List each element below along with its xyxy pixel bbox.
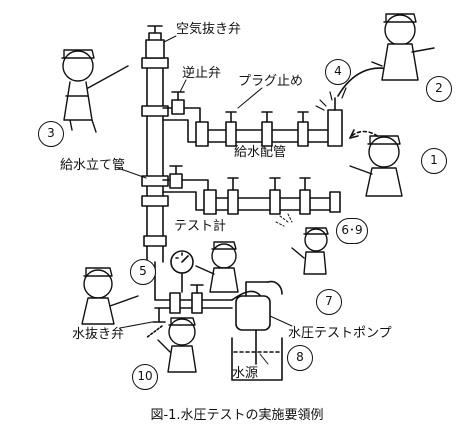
plug-label: プラグ止め: [238, 74, 304, 89]
air-valve-label: 空気抜き弁: [176, 22, 242, 37]
check-valve-label: 逆止弁: [182, 66, 222, 81]
upper-branch-pipe: [162, 91, 343, 147]
worker-10-figure: [157, 317, 197, 373]
step-number-1: 1: [421, 148, 447, 174]
step-number-4: 4: [325, 59, 351, 85]
drain-valve-label: 水抜き弁: [72, 327, 125, 342]
worker-1-figure: [349, 135, 403, 197]
water-source-label: 水源: [232, 366, 259, 381]
figure-caption: 図-1.水圧テストの実施要領例: [150, 408, 324, 423]
riser-leader: [117, 167, 147, 179]
supply-pipe-label: 給水配管: [234, 145, 287, 160]
drain-leader: [119, 321, 153, 329]
riser-label: 給水立て管: [60, 158, 126, 173]
step-number-7: 7: [316, 289, 342, 315]
test-gauge-label: テスト計: [174, 219, 227, 234]
step-number-2: 2: [426, 76, 452, 102]
step-number-10: 10: [132, 364, 158, 390]
air-leader: [163, 35, 177, 43]
drain-valve-graphic: [145, 307, 166, 339]
riser-pipe: [141, 57, 169, 263]
check-leader: [179, 79, 187, 93]
test-pump-graphic: [231, 280, 283, 331]
step-number-8: 8: [287, 345, 313, 371]
water-source-graphic: [231, 329, 283, 381]
source-leader: [259, 353, 269, 365]
air-valve-graphic: [145, 25, 165, 59]
pump-leader: [269, 315, 293, 327]
step-number-6-9: 6･9: [336, 218, 368, 244]
worker-2-figure: [371, 13, 435, 81]
worker-gauge-figure: [195, 241, 239, 293]
lower-branch-pipe: [162, 165, 341, 215]
test-pump-label: 水圧テストポンプ: [288, 326, 392, 341]
worker-5-figure: [81, 267, 139, 325]
plug-leader: [237, 87, 263, 109]
worker-3-figure: [61, 49, 129, 133]
step-number-5: 5: [130, 259, 156, 285]
water-spray: [315, 87, 347, 111]
step-number-3: 3: [38, 121, 64, 147]
test-gauge-graphic: [170, 250, 194, 293]
worker-6-9-figure: [275, 213, 329, 275]
